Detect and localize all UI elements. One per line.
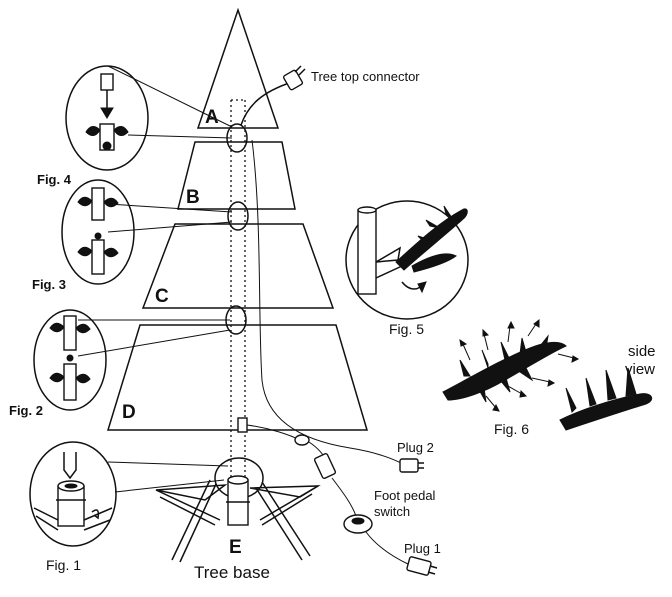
section-d-label: D	[122, 402, 136, 423]
section-b-label: B	[186, 187, 200, 208]
section-e-label: E	[229, 537, 242, 558]
foot-pedal-switch: Foot pedal switch	[343, 488, 436, 566]
tree-section-a: A	[196, 7, 280, 129]
plug-1-label: Plug 1	[404, 541, 441, 556]
base-socket	[237, 417, 357, 517]
tree-section-b: B	[177, 141, 296, 210]
tree-section-d: D	[106, 324, 369, 431]
joint-oval-middle	[227, 201, 249, 231]
tree-top-connector: Tree top connector	[240, 65, 420, 126]
section-c-label: C	[155, 286, 169, 307]
fig6-label: Fig. 6	[494, 421, 529, 437]
fig4-detail: Fig. 4	[37, 65, 233, 187]
foot-pedal-label-line2: switch	[374, 504, 410, 519]
side-view-label-line2: view	[625, 361, 655, 378]
plug-2: Plug 2	[397, 440, 434, 473]
fig2-label: Fig. 2	[9, 403, 43, 418]
tree-top-connector-label: Tree top connector	[311, 69, 420, 84]
fig5-detail: Fig. 5	[345, 200, 469, 337]
center-pole	[230, 99, 246, 525]
fig1-label: Fig. 1	[46, 557, 81, 573]
side-view-label-line1: side	[628, 343, 656, 360]
fig6-arrows	[459, 318, 580, 412]
fig6-detail: side view Fig. 6	[442, 318, 656, 437]
power-cord-upper	[251, 139, 406, 466]
tree-section-c: C	[141, 223, 335, 309]
tree-stand: E Tree base	[155, 457, 321, 582]
fig4-label: Fig. 4	[37, 172, 72, 187]
fig1-detail: Fig. 1	[29, 441, 229, 573]
fig3-label: Fig. 3	[32, 277, 66, 292]
plug-1: Plug 1	[404, 541, 441, 576]
fig2-detail: Fig. 2	[9, 309, 231, 418]
foot-pedal-label-line1: Foot pedal	[374, 488, 436, 503]
tree-base-label: Tree base	[194, 563, 270, 582]
plug-2-label: Plug 2	[397, 440, 434, 455]
fig5-label: Fig. 5	[389, 321, 424, 337]
fig3-detail: Fig. 3	[32, 179, 233, 292]
